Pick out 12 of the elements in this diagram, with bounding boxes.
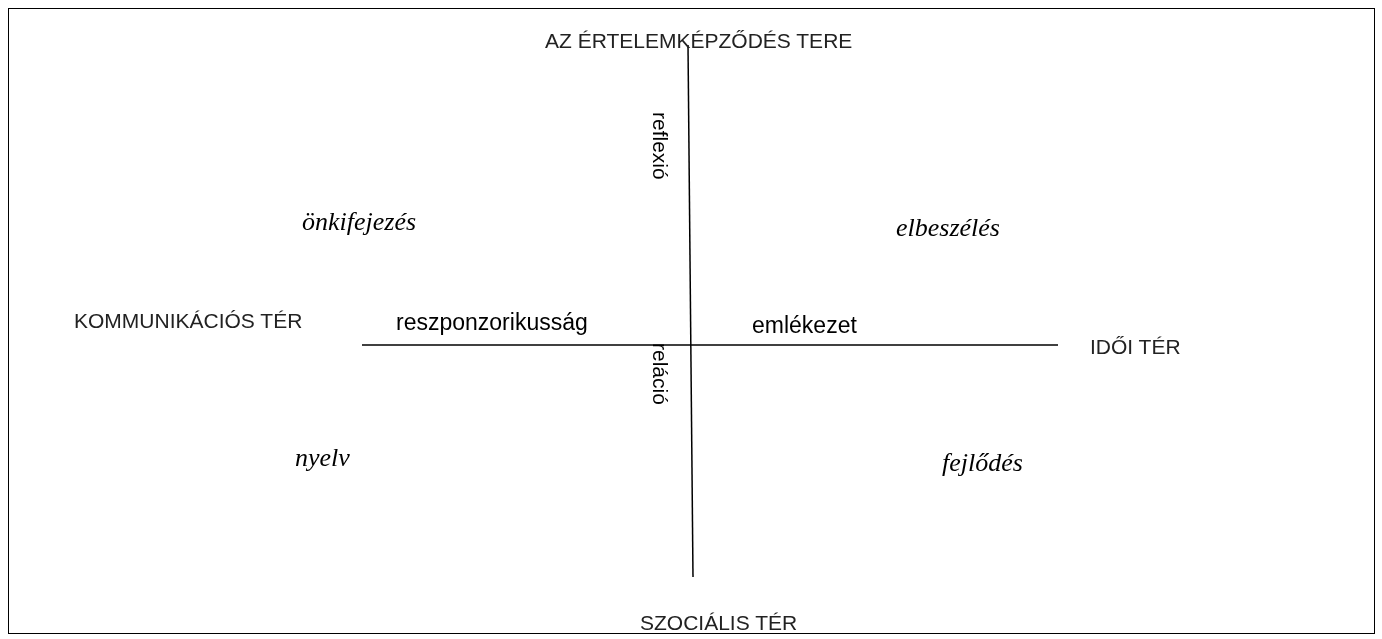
term-label: fejlődés <box>942 447 1023 479</box>
term-label: nyelv <box>295 442 350 474</box>
dimension-label: reszponzorikusság <box>396 308 588 337</box>
axis-label: SZOCIÁLIS TÉR <box>640 610 798 636</box>
term-label: önkifejezés <box>302 206 417 238</box>
axis-label: AZ ÉRTELEMKÉPZŐDÉS TERE <box>545 28 853 54</box>
dimension-label: reflexió <box>648 112 672 180</box>
dimension-label: reláció <box>648 343 672 405</box>
dimension-label: emlékezet <box>752 311 857 340</box>
axis-label: IDŐI TÉR <box>1090 334 1181 360</box>
term-label: elbeszélés <box>896 212 1000 244</box>
axis-label: KOMMUNIKÁCIÓS TÉR <box>74 308 304 334</box>
